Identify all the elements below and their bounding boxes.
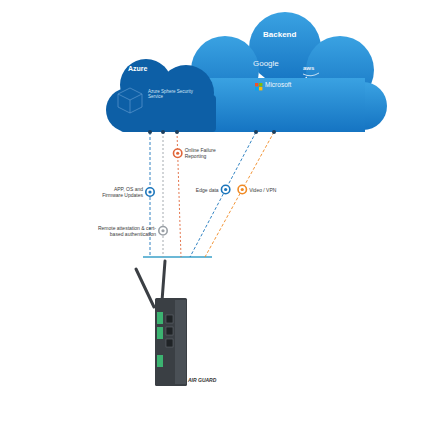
service-name: Azure Sphere Security Service — [148, 89, 200, 99]
flow-label: Edge data — [189, 187, 219, 193]
provider-name: aws — [303, 65, 314, 72]
flow-icon-core — [161, 229, 164, 232]
connector-group — [159, 130, 167, 257]
connector-group — [146, 130, 154, 257]
flow-icon-core — [176, 152, 179, 155]
cloud-shape — [106, 59, 216, 132]
anchor-dot — [175, 130, 179, 134]
anchor-dot — [254, 130, 258, 134]
connector-group — [173, 130, 181, 257]
anchor-dot — [161, 130, 165, 134]
link-bar — [143, 256, 212, 258]
flow-icon — [173, 149, 181, 157]
flow-icon — [238, 185, 246, 193]
cloud-title: Backend — [263, 30, 296, 39]
flow-icon-core — [241, 188, 244, 191]
dashed-connector — [177, 132, 181, 257]
provider-name: Google — [253, 59, 279, 68]
flow-icon — [146, 188, 154, 196]
device-brand: AIR GUARD — [188, 378, 216, 384]
dashed-connector — [163, 132, 164, 257]
azure-cloud: AzureAzure Sphere Security Service — [108, 55, 220, 132]
flow-icon — [159, 227, 167, 235]
flow-label: Online Failure Reporting — [185, 147, 229, 159]
flow-icon-core — [224, 188, 227, 191]
cloud-title: Azure — [128, 65, 147, 73]
cube-icon — [118, 88, 142, 113]
flow-label: Remote attestation & cert-based authenti… — [94, 225, 156, 237]
flow-icon — [221, 185, 229, 193]
node-shape — [130, 257, 220, 389]
dashed-connector — [150, 132, 151, 257]
router-device: AIR GUARD — [130, 257, 220, 389]
router-body — [155, 298, 187, 386]
flow-label: Video / VPN — [249, 187, 285, 193]
flow-icon-core — [148, 190, 151, 193]
anchor-dot — [272, 130, 276, 134]
windows-logo — [255, 83, 262, 90]
flow-label: APP, OS and Firmware Updates — [101, 186, 143, 198]
aws-smile — [303, 73, 319, 76]
anchor-dot — [148, 130, 152, 134]
provider-name: Microsoft — [265, 81, 291, 88]
